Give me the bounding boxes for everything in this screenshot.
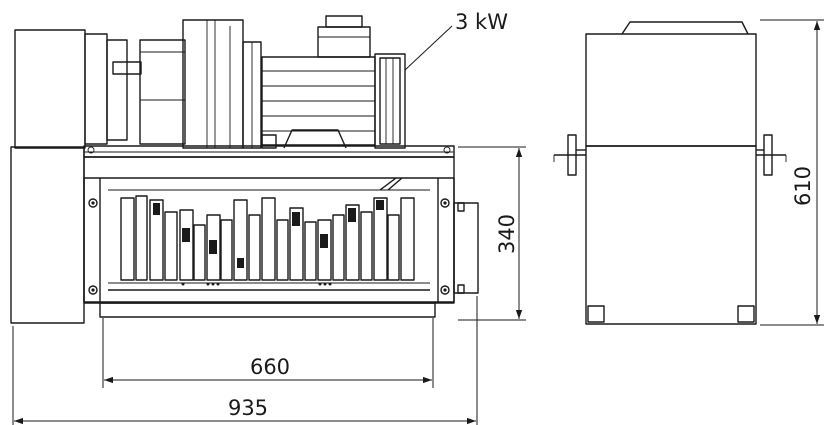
front-view	[10, 15, 479, 324]
gearbox-housing	[14, 19, 262, 149]
electric-motor	[261, 15, 406, 149]
frame-base	[99, 302, 436, 318]
side-view	[553, 21, 787, 325]
bearing-box	[453, 202, 479, 294]
dimension-label-340: 340	[495, 214, 519, 254]
side-frame-left	[10, 146, 85, 324]
dimension-label-660: 660	[250, 355, 290, 379]
dimension-lines	[12, 19, 824, 425]
dimension-label-935: 935	[228, 396, 268, 420]
dimension-label-610: 610	[791, 166, 815, 206]
shredder-blades	[120, 195, 415, 286]
power-label: 3 kW	[455, 10, 508, 34]
